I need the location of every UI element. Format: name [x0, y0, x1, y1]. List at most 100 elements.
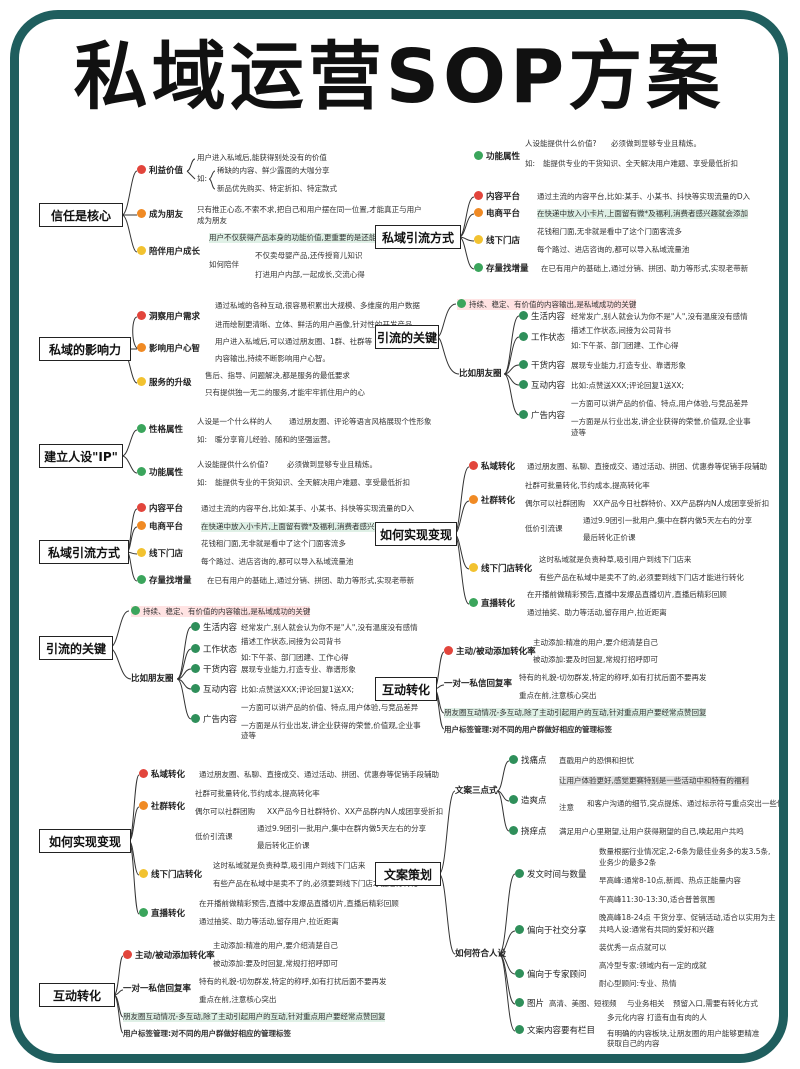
copy-time: 发文时间与数量: [515, 869, 587, 881]
priority-2-icon: [137, 521, 146, 530]
priority-1-icon: [469, 461, 478, 470]
key-dry: 干货内容: [191, 664, 237, 676]
conv-live: 直播转化: [139, 908, 185, 920]
priority-4-icon: [137, 575, 146, 584]
r-key-interact: 互动内容: [519, 380, 565, 392]
conv-group: 社群转化: [139, 801, 185, 813]
conv-group-5: 通过9.9团引一批用户,集中在群内做5天左右的分享: [257, 824, 427, 833]
priority-3-icon: [137, 548, 146, 557]
key-top: 持续、稳定、有价值的内容输出,是私域成功的关键: [131, 606, 311, 617]
ip-function-3: 能提供专业的干货知识、全天解决用户难题、享受最低折扣: [215, 478, 410, 487]
key-life: 生活内容: [191, 622, 237, 634]
copy-itch: 挠痒点: [509, 826, 547, 838]
pie-icon: [519, 332, 528, 341]
r-conv-store-1: 这时私域就是负责种草,吸引用户到线下门店来: [539, 555, 692, 564]
r-key-top: 持续、稳定、有价值的内容输出,是私域成功的关键: [457, 299, 637, 310]
key-life-1: 经常发广,别人就会认为你不是"人",没有温度没有感情: [241, 623, 418, 632]
channel-store-2: 每个路过、进店咨询的,都可以导入私域流量池: [201, 557, 354, 566]
check-icon: [474, 151, 483, 160]
pie-icon: [191, 664, 200, 673]
inter-add-1: 主动添加:精准的用户,要介绍清楚自己: [213, 941, 338, 950]
copy-joy-note: 注意: [559, 803, 574, 812]
copy-image-1: 高清、美图、短视频: [549, 999, 617, 1008]
priority-4-icon: [474, 263, 483, 272]
r-conv-group-1: 社群可批量转化,节约成本,提高转化率: [525, 481, 650, 490]
r-conv-live: 直播转化: [469, 598, 515, 610]
r-key-work-2: 如:下午茶、部门团建、工作心得: [571, 341, 679, 350]
r-key-interact-1: 比如:点赞送XXX;评论回复1送XX;: [571, 381, 685, 390]
r-inter-reply-1: 特有的礼貌-切勿群发,特定的称呼,如有打扰后面不要再发: [519, 673, 707, 682]
copy-time-3: 早高峰:通常8-10点,新闻、热点正能量内容: [599, 876, 741, 885]
key-ad-1: 一方面可以讲产品的价值、特点,用户体验,与竞品差异: [241, 703, 419, 712]
influence-insight-2: 进而绘制更清晰、立体、鲜活的用户画像,针对性的开发产品: [215, 320, 413, 329]
topic-channel-left: 私域引流方式: [39, 540, 129, 564]
channel-stock-1: 在已有用户的基础上,通过分销、拼团、助力等形式,实现老带新: [207, 576, 415, 585]
trust-grow-2: 打进用户内部,一起成长,交流心得: [255, 270, 365, 279]
conv-store-1: 这时私域就是负责种草,吸引用户到线下门店来: [213, 861, 366, 870]
r-channel-stock-1: 在已有用户的基础上,通过分销、拼团、助力等形式,实现老带新: [541, 264, 749, 273]
conv-private: 私域转化: [139, 769, 185, 781]
inter-moments: 朋友圈互动情况-多互动,除了主动引起用户的互动,针对重点用户要经常点赞回复: [123, 1012, 386, 1022]
trust-friend: 成为朋友: [137, 209, 183, 221]
topic-conv-right: 如何实现变现: [375, 522, 457, 546]
copy-social-2: 装优秀一点点就可以: [599, 943, 667, 952]
r-channel-stock: 存量找增量: [474, 263, 529, 275]
r-conv-group-5: 通过9.9团引一批用户,集中在群内做5天左右的分享: [583, 516, 753, 525]
r-top-1: 人设能提供什么价值?: [525, 139, 597, 148]
priority-1-icon: [139, 769, 148, 778]
ip-function-2: 必须做到显够专业且精炼。: [287, 460, 377, 469]
r-conv-group-4: 低价引流课: [525, 524, 563, 533]
trust-benefit-2: 新品优先购买、特定折扣、特定款式: [217, 184, 337, 193]
key-interact-1: 比如:点赞送XXX;评论回复1送XX;: [241, 685, 355, 694]
pie-icon: [509, 826, 518, 835]
inter-add: 主动/被动添加转化率: [123, 950, 215, 962]
pie-icon: [191, 622, 200, 631]
r-key-life: 生活内容: [519, 311, 565, 323]
priority-3-icon: [139, 869, 148, 878]
pie-icon: [509, 755, 518, 764]
priority-4-icon: [469, 598, 478, 607]
topic-trust: 信任是核心: [39, 203, 123, 227]
r-channel-store-1: 花钱租门面,无非就是看中了这个门面客流多: [537, 227, 682, 236]
channel-store: 线下门店: [137, 548, 183, 560]
r-channel-content: 内容平台: [474, 191, 520, 203]
r-key-moments: 比如朋友圈: [459, 369, 502, 379]
pie-icon: [519, 380, 528, 389]
r-conv-live-2: 通过抽奖、助力等活动,留存用户,拉近距离: [527, 608, 667, 617]
priority-1-icon: [137, 311, 146, 320]
topic-inter-left: 互动转化: [39, 983, 115, 1007]
r-inter-reply-2: 重点在前,注意核心突出: [519, 691, 597, 700]
r-channel-store-2: 每个路过、进店咨询的,都可以导入私域流量池: [537, 245, 690, 254]
trust-friend-2: 成为朋友: [197, 216, 227, 225]
r-inter-moments: 朋友圈互动情况-多互动,除了主动引起用户的互动,针对重点用户要经常点赞回复: [444, 708, 707, 718]
copy-social: 偏向于社交分享: [515, 925, 587, 937]
priority-2-icon: [137, 343, 146, 352]
topic-channel-right: 私域引流方式: [375, 225, 461, 249]
copy-expert: 偏向于专家顾问: [515, 969, 587, 981]
channel-content: 内容平台: [137, 503, 183, 515]
pie-icon: [509, 795, 518, 804]
pie-icon: [515, 925, 524, 934]
influence-service-2: 只有提供独一无二的服务,才能牢牢抓住用户的心: [205, 388, 365, 397]
r-top-eg: 如:: [525, 159, 536, 168]
page-title: 私域运营SOP方案: [73, 34, 725, 120]
inter-reply: 一对一私信回复率: [123, 984, 192, 994]
r-conv-group-2: 偶尔可以社群团购: [525, 499, 585, 508]
page-frame: 私域运营SOP方案 信任是核心 利益价值 用户进入私域后,能获得别处没有的价值 …: [10, 10, 788, 1063]
conv-private-1: 通过朋友圈、私聊、直接成交、通过活动、拼团、优惠券等促销手段辅助: [199, 770, 439, 779]
r-key-ad-2: 一方面是从行业出发,讲企业获得的荣誉,价值观,企业事: [571, 417, 751, 426]
influence-service: 服务的升级: [137, 377, 192, 389]
pie-icon: [515, 869, 524, 878]
conv-group-6: 最后转化正价课: [257, 841, 310, 850]
copy-pain: 找痛点: [509, 755, 547, 767]
ip-personality-1: 人设是一个什么样的人: [197, 417, 272, 426]
pie-icon: [191, 644, 200, 653]
pie-icon: [191, 684, 200, 693]
trust-benefit: 利益价值: [137, 165, 183, 177]
r-key-dry: 干货内容: [519, 360, 565, 372]
r-inter-tags: 用户标签管理:对不同的用户群做好相应的管理标签: [444, 725, 612, 734]
key-interact: 互动内容: [191, 684, 237, 696]
copy-joy-1: 让用户体验更好,感觉更赛特别是一些活动中和特有的福利: [559, 776, 749, 786]
influence-mind-1: 用户进入私域后,可以通过朋友圈、1群、社群等: [215, 337, 373, 346]
inter-reply-2: 重点在前,注意核心突出: [199, 995, 277, 1004]
